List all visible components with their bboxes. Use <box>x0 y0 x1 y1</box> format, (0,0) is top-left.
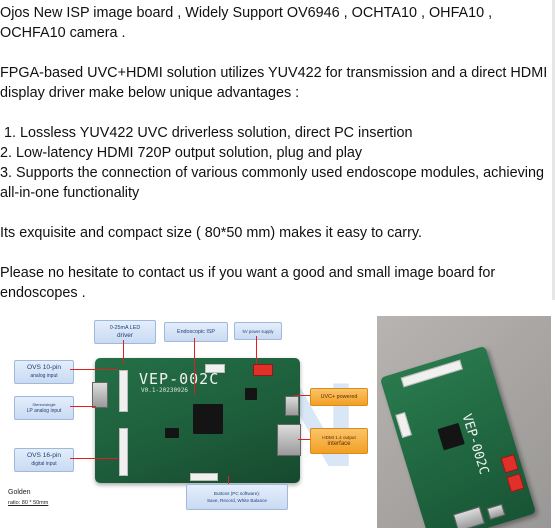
ovs10-callout: OVS 10-pin analog input <box>14 360 74 384</box>
leader-line <box>194 338 195 394</box>
power-connector <box>253 364 273 376</box>
photo-power-connector <box>506 473 525 493</box>
hdmi-callout: HDMI 1.4 output interface <box>310 428 368 454</box>
leader-line <box>70 369 118 370</box>
photo-connector <box>395 412 412 438</box>
size-paragraph: Its exquisite and compact size ( 80*50 m… <box>0 225 423 241</box>
connector-buttons <box>190 473 218 481</box>
led-driver-callout: 0-25mA LED driver <box>94 320 156 344</box>
isp-callout: Endoscopic ISP <box>164 322 228 342</box>
golden-ratio-note: Golden ratio: 80 * 50mm <box>8 489 49 506</box>
uvc-callout: UVC+ powered <box>310 388 368 406</box>
buttons-callout: Buttons (PC software): Save, Record, Whi… <box>186 484 288 510</box>
leader-line <box>298 439 310 440</box>
power-supply-callout: 5V power supply <box>234 322 282 340</box>
post-body: Ojos New ISP image board , Widely Suppor… <box>0 3 548 303</box>
photo-power-connector <box>500 454 519 474</box>
fpga-chip <box>193 404 223 434</box>
board-model-label: VEP-002C <box>139 370 220 388</box>
connector-16pin <box>119 428 128 476</box>
photo-usb-port <box>486 503 506 520</box>
advantage-item-2: 2. Low-latency HDMI 720P output solution… <box>0 145 363 161</box>
photo-connector <box>400 359 463 388</box>
ovs16-callout: OVS 16-pin digital input <box>14 448 74 472</box>
hdmi-port <box>277 424 301 456</box>
scrollbar[interactable] <box>552 0 555 300</box>
connector-10pin <box>119 370 128 412</box>
advantage-item-1: 1. Lossless YUV422 UVC driverless soluti… <box>0 125 413 141</box>
leader-line <box>70 458 118 459</box>
leader-line <box>256 336 257 364</box>
analog-connector <box>92 382 108 408</box>
solution-paragraph: FPGA-based UVC+HDMI solution utilizes YU… <box>0 65 552 101</box>
leader-line <box>294 395 310 396</box>
analog-input-callout: Stereo/single LP analog input <box>14 396 74 420</box>
contact-paragraph: Please no hesitate to contact us if you … <box>0 265 500 301</box>
photo-hdmi-port <box>452 506 485 528</box>
connector-led <box>205 364 225 373</box>
photo-board: VEP-002C <box>379 345 537 528</box>
usb-c-port <box>285 396 299 416</box>
intro-paragraph: Ojos New ISP image board , Widely Suppor… <box>0 5 497 41</box>
small-chip <box>165 428 179 438</box>
isp-board: VEP-002C V0.1-20230926 <box>95 358 301 483</box>
board-photo-image[interactable]: VEP-002C <box>377 316 551 528</box>
small-chip <box>245 388 257 400</box>
leader-line <box>123 340 124 364</box>
photo-fpga-chip <box>437 422 465 451</box>
leader-line <box>228 476 229 484</box>
leader-line <box>70 406 96 407</box>
advantage-item-3: 3. Supports the connection of various co… <box>0 165 548 201</box>
board-version-label: V0.1-20230926 <box>141 387 188 394</box>
board-diagram-image[interactable]: OJN VEP-002C V0.1-20230926 0-25mA LED dr… <box>2 316 374 528</box>
advantages-list: 1. Lossless YUV422 UVC driverless soluti… <box>0 123 548 203</box>
